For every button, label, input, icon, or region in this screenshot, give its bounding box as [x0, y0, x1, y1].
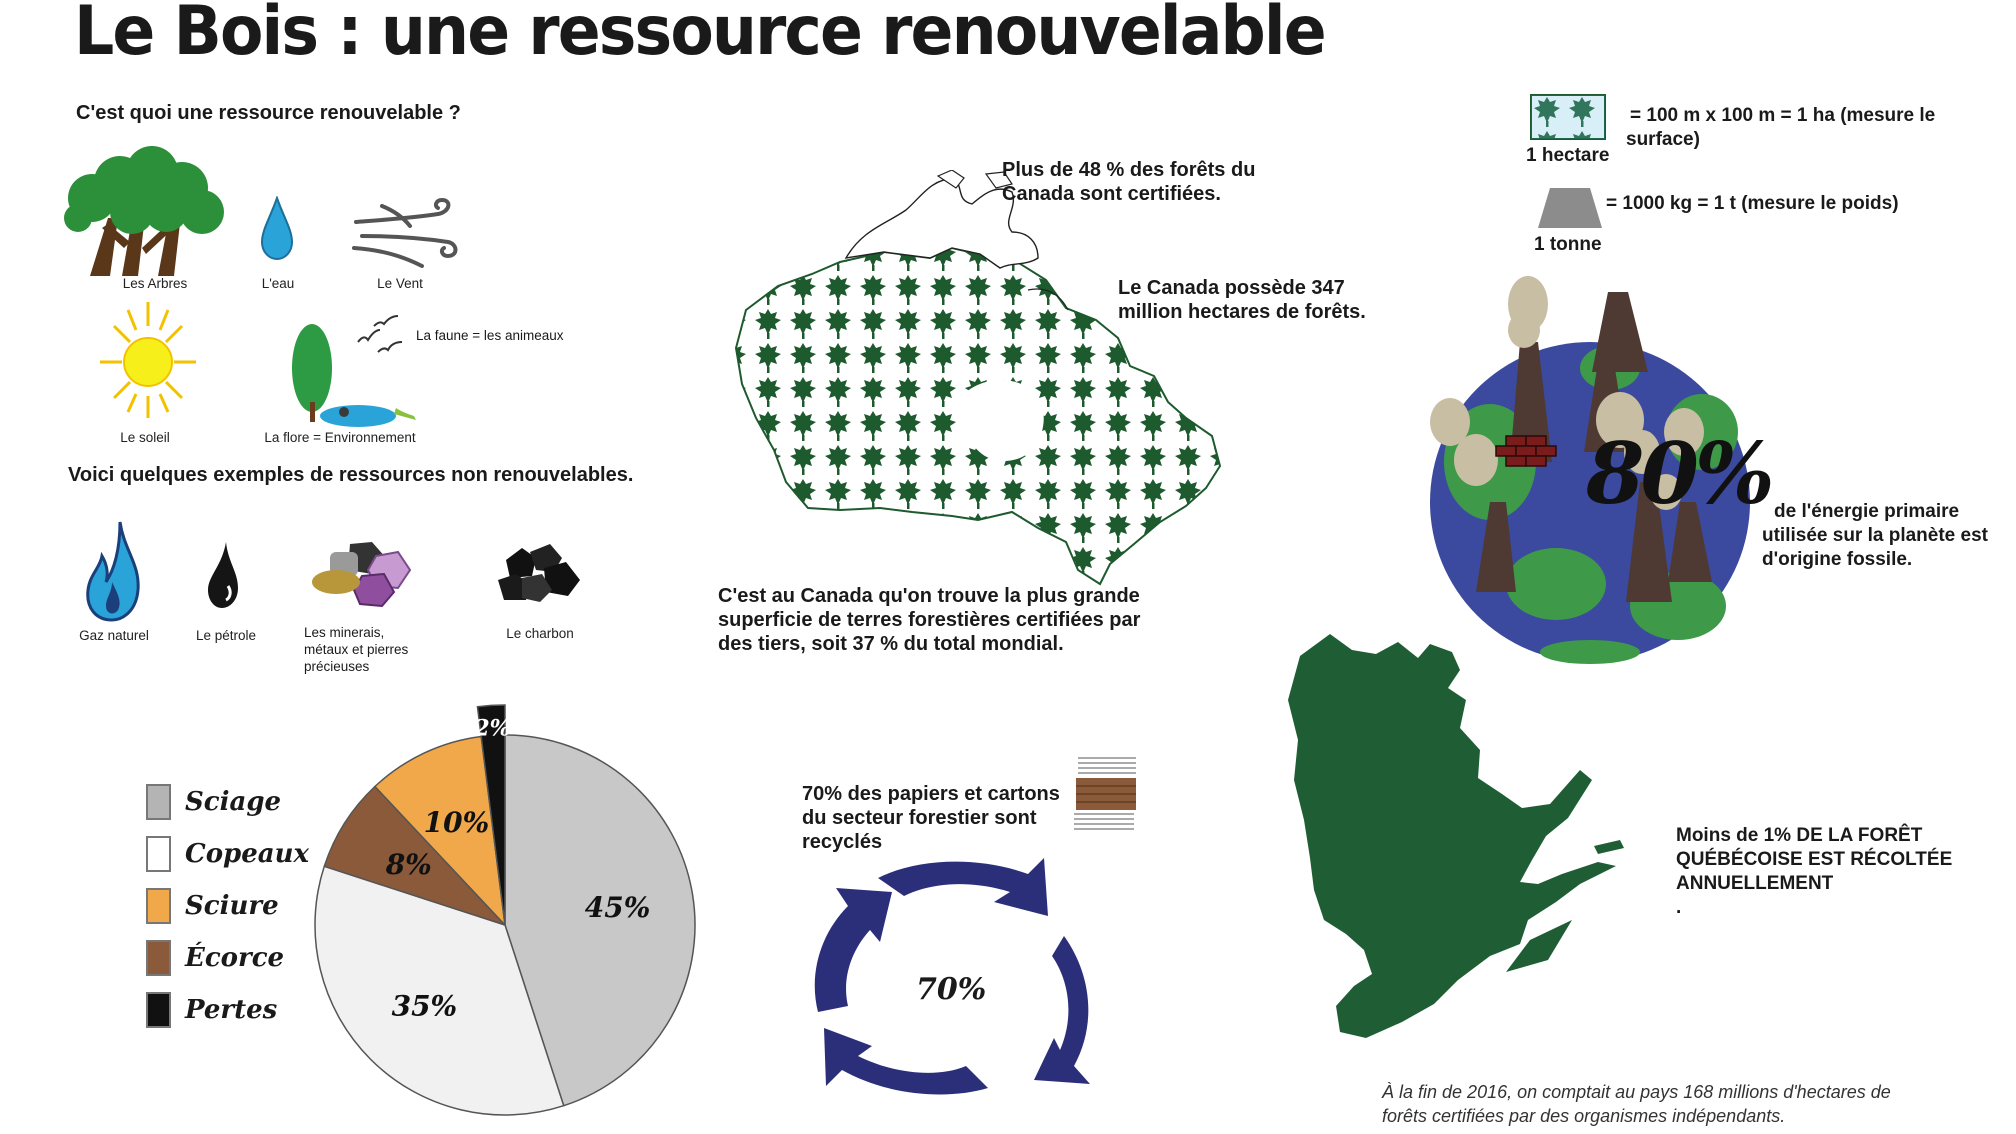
minerals-label-line: métaux et pierres: [304, 642, 409, 657]
paper-stack-icon: [1074, 757, 1136, 830]
quebec-footnote: À la fin de 2016, on comptait au pays 16…: [1382, 1080, 1891, 1128]
pie-label-sciage: 45%: [585, 891, 651, 924]
canada-certified-text: Plus de 48 % des forêts du Canada sont c…: [1002, 158, 1255, 206]
minerals-label-line: Les minerais,: [304, 625, 385, 640]
hectare-icon: [1530, 94, 1606, 140]
tonne-label: 1 tonne: [1534, 234, 1602, 255]
tonne-definition: = 1000 kg = 1 t (mesure le poids): [1606, 193, 1899, 214]
renewable-label-trees: Les Arbres: [122, 276, 188, 291]
energy-percent: 80%: [1586, 424, 1775, 523]
recycling-percent: 70%: [916, 972, 987, 1007]
minerals-icon: [312, 542, 412, 608]
quebec-map: [1288, 634, 1624, 1038]
text-line: .: [1676, 897, 1682, 918]
text-line: Moins de 1% DE LA FORÊT: [1676, 825, 1923, 846]
text-line: surface): [1626, 129, 1700, 150]
text-line: = 100 m x 100 m = 1 ha (mesure le: [1630, 105, 1936, 126]
text-line: utilisée sur la planète est: [1762, 525, 1988, 546]
legend-label: Sciage: [185, 787, 282, 817]
water-drop-icon: [260, 196, 294, 261]
text-line: du secteur forestier sont: [802, 807, 1037, 829]
pie-slice-pertes: [476, 704, 506, 926]
non-renewable-label-oil: Le pétrole: [195, 628, 257, 643]
renewable-label-wind: Le Vent: [377, 276, 423, 291]
text-line: À la fin de 2016, on comptait au pays 16…: [1382, 1082, 1891, 1102]
pie-label-pertes: 2%: [473, 715, 510, 741]
sun-icon: [100, 302, 196, 418]
text-line: des tiers, soit 37 % du total mondial.: [718, 633, 1064, 655]
legend-item: Pertes: [146, 984, 309, 1036]
pie-label-sciure: 8%: [385, 848, 432, 881]
renewable-label-flora: La flore = Environnement: [264, 430, 416, 445]
birds-icon: [357, 315, 403, 353]
text-line: recyclés: [802, 831, 883, 853]
legend-swatch: [146, 836, 171, 872]
pie-label-écorce: 10%: [424, 806, 490, 839]
legend-label: Copeaux: [185, 839, 310, 869]
pie-slice-copeaux: [314, 865, 565, 1116]
legend-swatch: [146, 940, 171, 976]
renewable-label-fauna: La faune = les animeaux: [416, 328, 564, 343]
legend-item: Sciure: [146, 880, 309, 932]
coal-icon: [498, 544, 580, 602]
page-title: Le Bois : une ressource renouvelable: [74, 0, 1327, 71]
non-renewable-label-minerals: Les minerais, métaux et pierres précieus…: [304, 624, 408, 675]
text-line: C'est au Canada qu'on trouve la plus gra…: [718, 585, 1140, 607]
canada-area-text: Le Canada possède 347 million hectares d…: [1118, 276, 1366, 324]
canada-world-text: C'est au Canada qu'on trouve la plus gra…: [718, 584, 1140, 656]
canada-map: [734, 170, 1222, 586]
pie-slice-sciage: [504, 734, 696, 1107]
legend-label: Pertes: [185, 995, 278, 1025]
pie-slice-écorce: [373, 735, 507, 928]
recycle-icon: [814, 858, 1090, 1095]
text-line: d'origine fossile.: [1762, 549, 1913, 570]
legend-swatch: [146, 784, 171, 820]
non-renewable-heading: Voici quelques exemples de ressources no…: [68, 464, 634, 486]
text-line: ANNUELLEMENT: [1676, 873, 1834, 894]
trees-icon: [64, 146, 224, 276]
hectare-label: 1 hectare: [1526, 145, 1610, 166]
legend-label: Sciure: [185, 891, 279, 921]
renewable-heading: C'est quoi une ressource renouvelable ?: [76, 102, 461, 124]
pie-label-copeaux: 35%: [392, 990, 458, 1023]
text-line: superficie de terres forestières certifi…: [718, 609, 1141, 631]
quebec-text: Moins de 1% DE LA FORÊT QUÉBÉCOISE EST R…: [1676, 824, 1952, 920]
pie-chart: 45% 35% 8% 10% 2%: [314, 704, 696, 1116]
text-line: de l'énergie primaire: [1774, 501, 1960, 522]
pie-slice-sciure: [323, 785, 506, 926]
renewable-label-water: L'eau: [261, 276, 295, 291]
minerals-label-line: précieuses: [304, 659, 370, 674]
text-line: Canada sont certifiées.: [1002, 183, 1221, 205]
legend-item: Écorce: [146, 932, 309, 984]
legend-item: Copeaux: [146, 828, 309, 880]
text-line: million hectares de forêts.: [1118, 301, 1366, 323]
text-line: Plus de 48 % des forêts du: [1002, 159, 1256, 181]
earth-pollution-illustration: [1430, 276, 1750, 664]
text-line: QUÉBÉCOISE EST RÉCOLTÉE: [1676, 849, 1953, 870]
tree-pond-icon: [292, 324, 416, 427]
legend-swatch: [146, 888, 171, 924]
energy-text: de l'énergie primaire utilisée sur la pl…: [1762, 500, 1988, 572]
legend-item: Sciage: [146, 776, 309, 828]
non-renewable-label-gas: Gaz naturel: [79, 628, 149, 643]
gas-flame-icon: [86, 521, 140, 622]
pie-legend: Sciage Copeaux Sciure Écorce Pertes: [146, 776, 309, 1036]
text-line: 70% des papiers et cartons: [802, 783, 1060, 805]
non-renewable-label-coal: Le charbon: [506, 626, 574, 641]
renewable-label-sun: Le soleil: [120, 430, 170, 445]
text-line: Le Canada possède 347: [1118, 277, 1345, 299]
legend-label: Écorce: [185, 943, 285, 973]
hectare-definition: = 100 m x 100 m = 1 ha (mesure le surfac…: [1626, 104, 1935, 152]
wind-icon: [352, 197, 458, 268]
oil-drop-icon: [208, 542, 238, 608]
legend-swatch: [146, 992, 171, 1028]
text-line: forêts certifiées par des organismes ind…: [1382, 1106, 1786, 1126]
weight-icon: [1538, 188, 1602, 228]
recycling-text: 70% des papiers et cartons du secteur fo…: [802, 782, 1060, 854]
